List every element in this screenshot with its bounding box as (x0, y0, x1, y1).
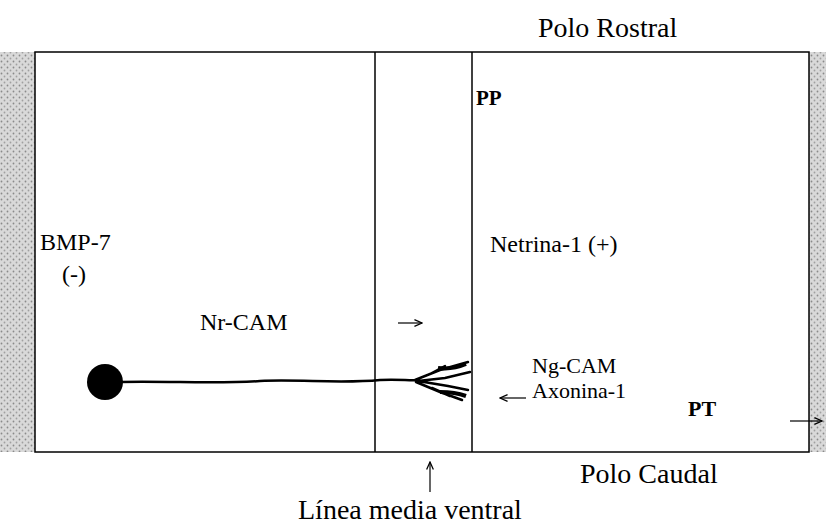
region-label: PT (688, 398, 716, 420)
floor-plate-line (471, 52, 473, 452)
molecule-label: Ng-CAM (532, 355, 616, 377)
floor-band (809, 52, 826, 452)
growth-cone (415, 362, 470, 400)
roof-plate-band (0, 52, 35, 452)
pt-arrow (790, 420, 822, 421)
molecule-label: Nr-CAM (200, 310, 288, 334)
midline-label: Línea media ventral (298, 496, 522, 524)
axon (120, 380, 420, 383)
tissue-frame (35, 52, 809, 452)
region-label: PP (476, 88, 502, 109)
nrcam-arrow (398, 322, 422, 323)
growth-cone-core (438, 364, 466, 396)
ngcam-arrow (500, 397, 526, 398)
signal-label: Netrina-1 (+) (490, 232, 617, 256)
pole-label: Polo Rostral (538, 14, 677, 42)
pole-label: Polo Caudal (580, 460, 718, 488)
sign-label: (-) (62, 262, 86, 286)
molecule-label: Axonina-1 (532, 380, 626, 402)
midline-arrow (429, 462, 430, 492)
neuron-body (87, 364, 123, 400)
signal-label: BMP-7 (40, 230, 111, 254)
boundary-line (374, 52, 376, 452)
